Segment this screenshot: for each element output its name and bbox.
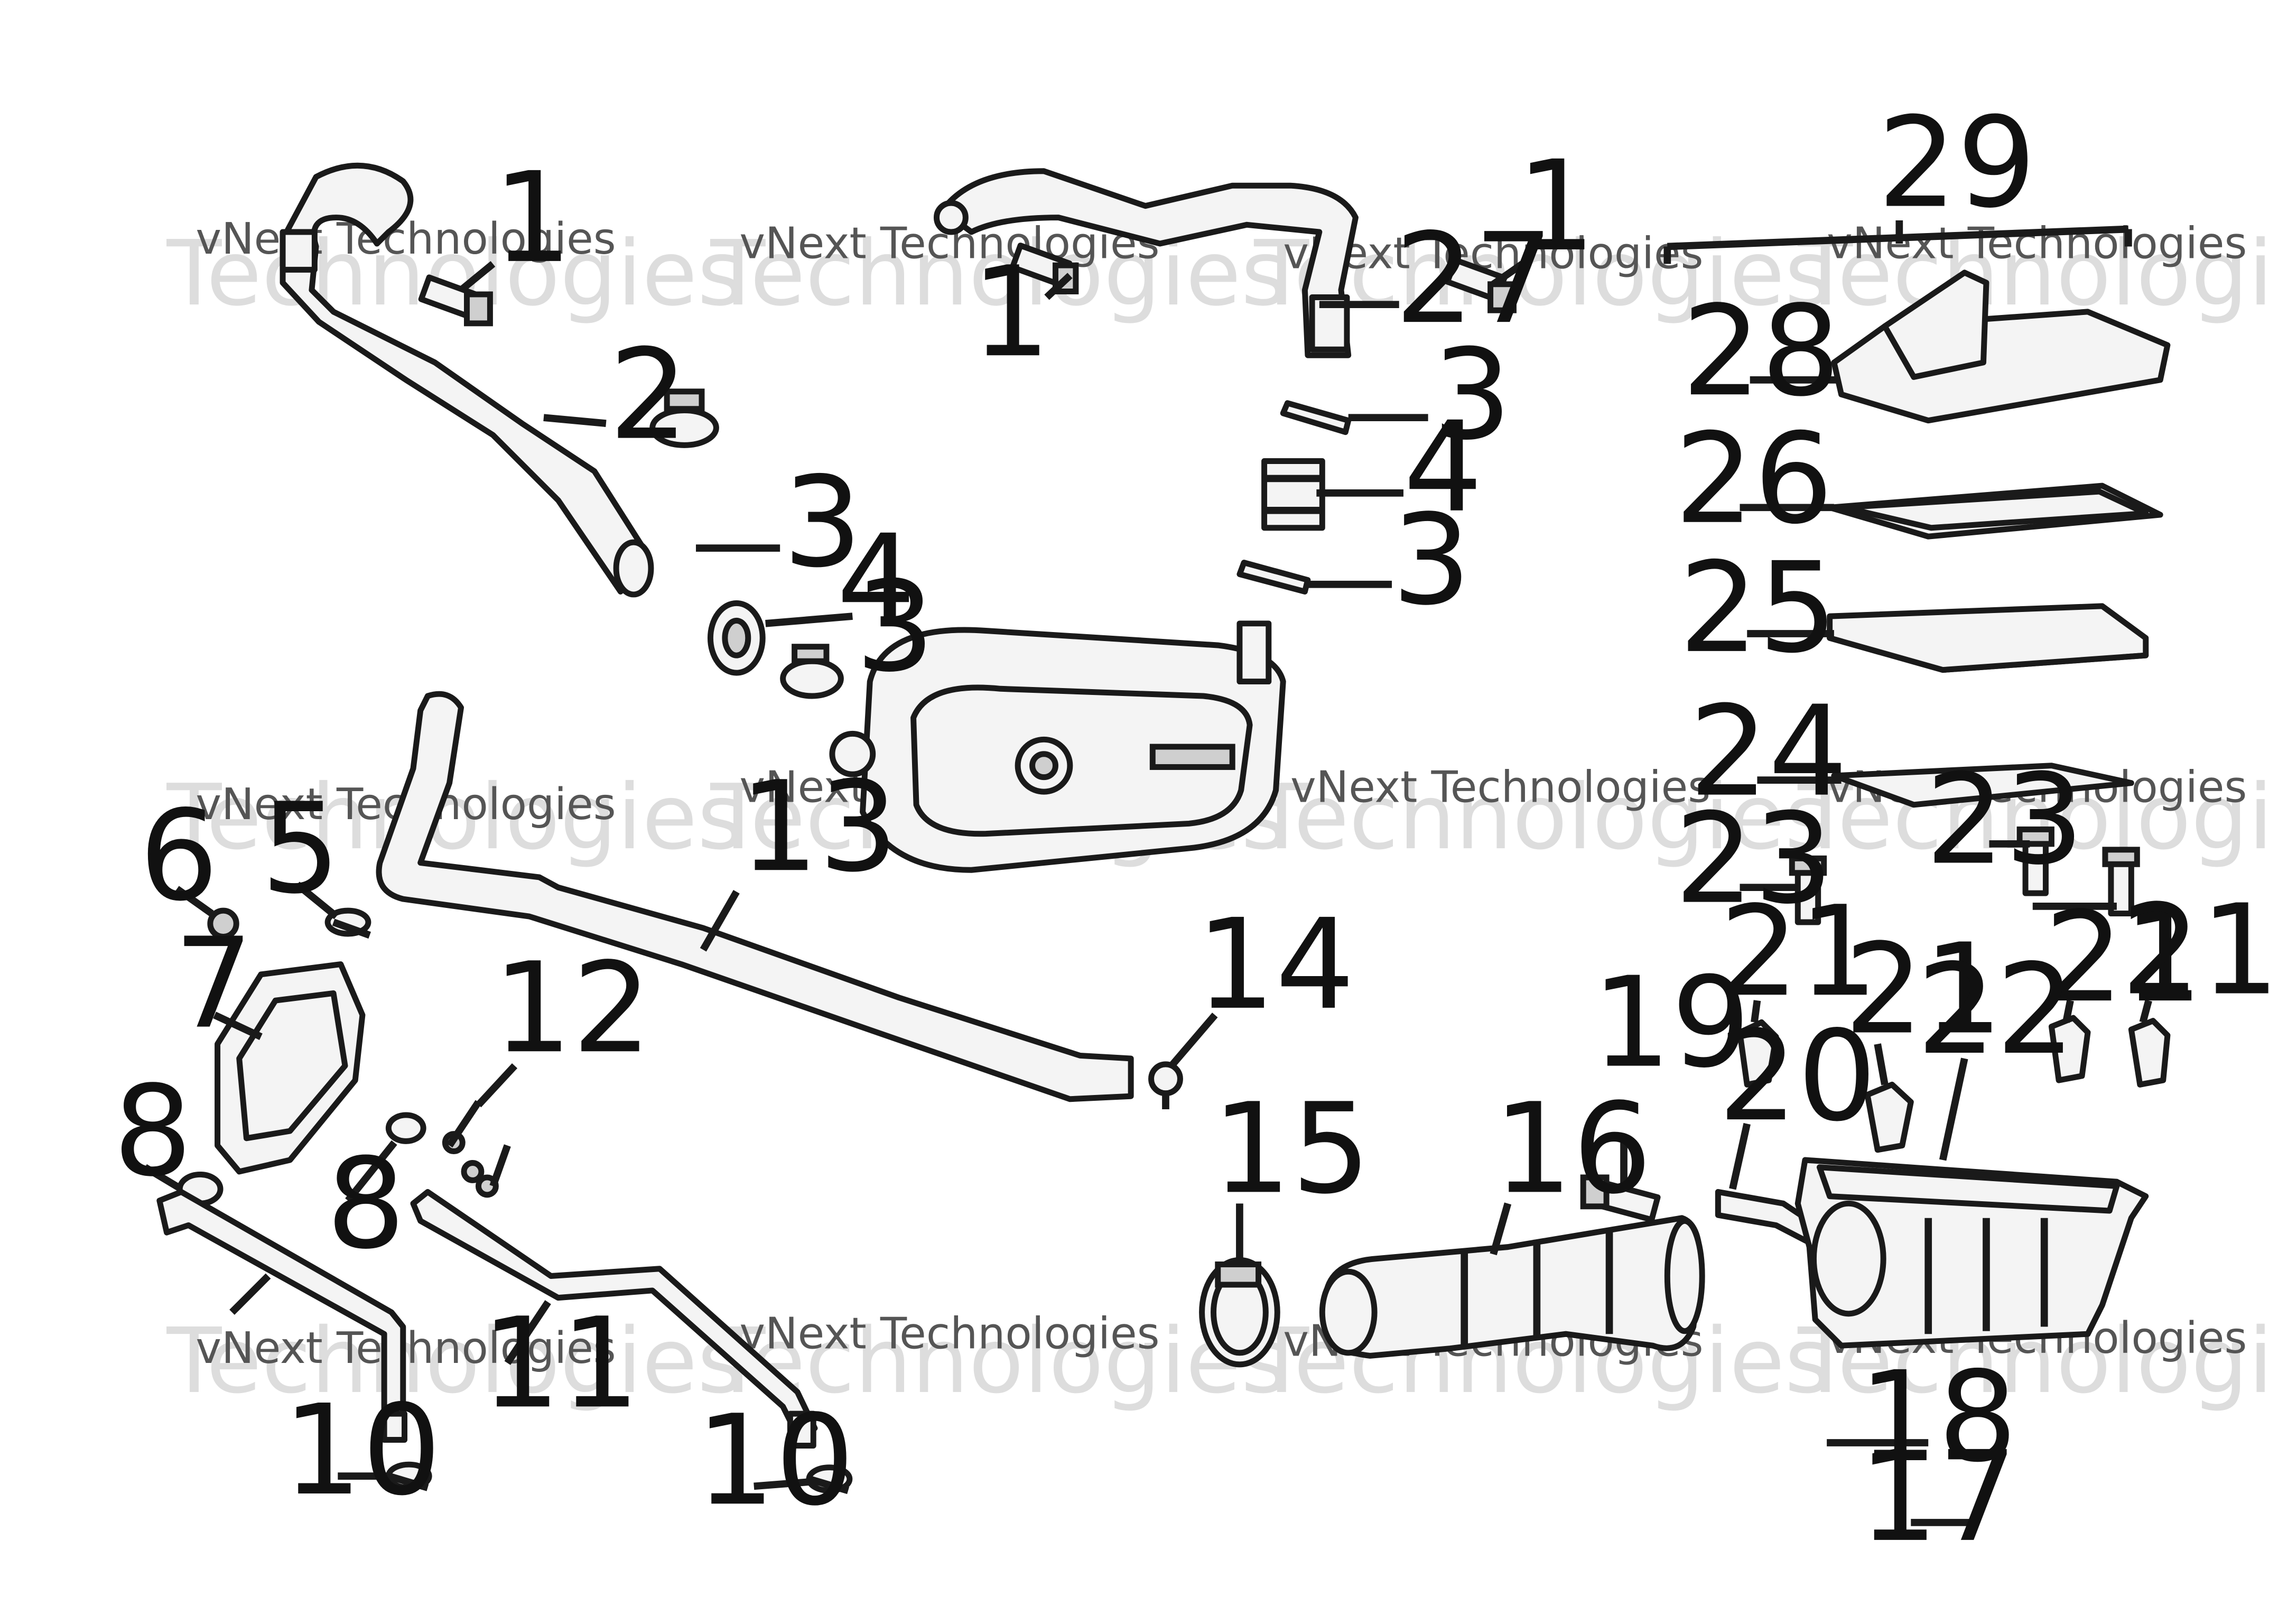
- part-bracket-plate: [215, 961, 366, 1175]
- part-large-hose-clamp: [1199, 1257, 1280, 1368]
- callout-25: 25: [1679, 535, 1837, 681]
- callout-3: 3: [855, 554, 935, 700]
- part-intake-hose: [280, 162, 654, 598]
- part-cvt-cover: [829, 620, 1286, 873]
- callout-10: 10: [283, 1378, 441, 1523]
- callout-1: 1: [493, 145, 572, 291]
- callout-labels: 1 1 1 2 3 3 3 3 4 4 5 6 7 8 8 10 10 11 1…: [113, 90, 2269, 1570]
- callout-21: 21: [1844, 917, 2003, 1062]
- callout-21: 21: [1719, 879, 1878, 1024]
- leader-lines: [143, 220, 2152, 1526]
- part-hose-clamp: [1280, 400, 1352, 435]
- callout-22: 22: [1917, 937, 2075, 1082]
- callout-2: 2: [609, 322, 688, 468]
- part-airbox-lid: [1831, 270, 2171, 424]
- part-small-clip: [1148, 1061, 1183, 1109]
- part-clip: [1864, 1081, 1914, 1153]
- callout-28: 28: [1682, 279, 1840, 424]
- part-bolt: [1444, 257, 1517, 313]
- callout-15: 15: [1212, 1076, 1371, 1221]
- callout-1: 1: [971, 239, 1050, 385]
- callout-8: 8: [326, 1131, 405, 1277]
- part-bolt: [418, 274, 493, 327]
- part-bolt: [2016, 826, 2054, 896]
- part-drain-tube: [156, 1189, 407, 1443]
- part-intake-duct: [1319, 1215, 1705, 1359]
- part-clip: [1737, 1019, 1779, 1088]
- watermark-large: Technologies: [166, 1309, 745, 1414]
- part-drain-tube: [410, 1189, 818, 1449]
- callout-3: 3: [1392, 487, 1471, 633]
- callout-23: 23: [1926, 747, 2084, 893]
- watermark-large: Technologies: [710, 1309, 1288, 1414]
- part-hose-clamp: [1236, 560, 1311, 595]
- part-wire-clamp: [324, 907, 371, 939]
- callout-3: 3: [783, 450, 862, 595]
- callout-21: 21: [2121, 877, 2269, 1023]
- callout-10: 10: [696, 1388, 854, 1533]
- callout-16: 16: [1493, 1076, 1652, 1221]
- part-gasket: [1831, 763, 2134, 808]
- callout-6: 6: [139, 783, 218, 929]
- watermark-small: vNext Technologies: [1290, 762, 1710, 812]
- watermark-small: vNext Technologies: [739, 1309, 1159, 1359]
- callout-26: 26: [1675, 406, 1833, 552]
- callout-29: 29: [1877, 90, 2036, 236]
- watermark-large: Technologies: [1253, 765, 1831, 870]
- part-spring-clip: [806, 1464, 853, 1495]
- callout-13: 13: [739, 754, 898, 899]
- callout-3: 3: [1433, 322, 1512, 468]
- callout-4: 4: [836, 508, 916, 653]
- part-upper-hose: [933, 168, 1359, 358]
- callout-4: 4: [1403, 395, 1483, 540]
- part-bolt: [1580, 1174, 1661, 1223]
- callout-17: 17: [1859, 1424, 2017, 1570]
- callout-19: 19: [1592, 950, 1751, 1096]
- part-coupler: [1261, 458, 1325, 531]
- part-clip: [2128, 1018, 2171, 1088]
- callout-12: 12: [493, 935, 652, 1081]
- part-hose-clamp: [780, 644, 844, 699]
- part-airbox-lower: [1794, 1157, 2149, 1349]
- callout-11: 11: [481, 1291, 640, 1436]
- callout-20: 20: [1718, 1004, 1876, 1149]
- callout-23: 23: [1675, 786, 1833, 932]
- callout-21: 21: [2044, 885, 2203, 1030]
- callout-14: 14: [1196, 892, 1355, 1037]
- callout-5: 5: [261, 776, 340, 921]
- watermark-small: vNext Technologies: [196, 214, 616, 264]
- callout-24: 24: [1689, 679, 1847, 824]
- part-nut: [207, 907, 239, 940]
- watermark-large: Technologies: [166, 765, 745, 870]
- callout-8: 8: [113, 1059, 192, 1204]
- part-air-filter: [1827, 603, 2149, 673]
- part-long-breather-tube: [376, 691, 1134, 1102]
- part-wire-clamp: [385, 1112, 426, 1144]
- callout-1: 1: [1517, 134, 1596, 279]
- part-hose-clamp: [649, 388, 719, 448]
- part-seal: [1827, 482, 2163, 540]
- part-coupler: [707, 600, 766, 676]
- part-bolt: [1789, 855, 1827, 925]
- callout-7: 7: [174, 911, 253, 1056]
- callout-18: 18: [1859, 1344, 2017, 1490]
- part-screw-set: [442, 1100, 511, 1198]
- callout-27: 27: [1395, 206, 1554, 351]
